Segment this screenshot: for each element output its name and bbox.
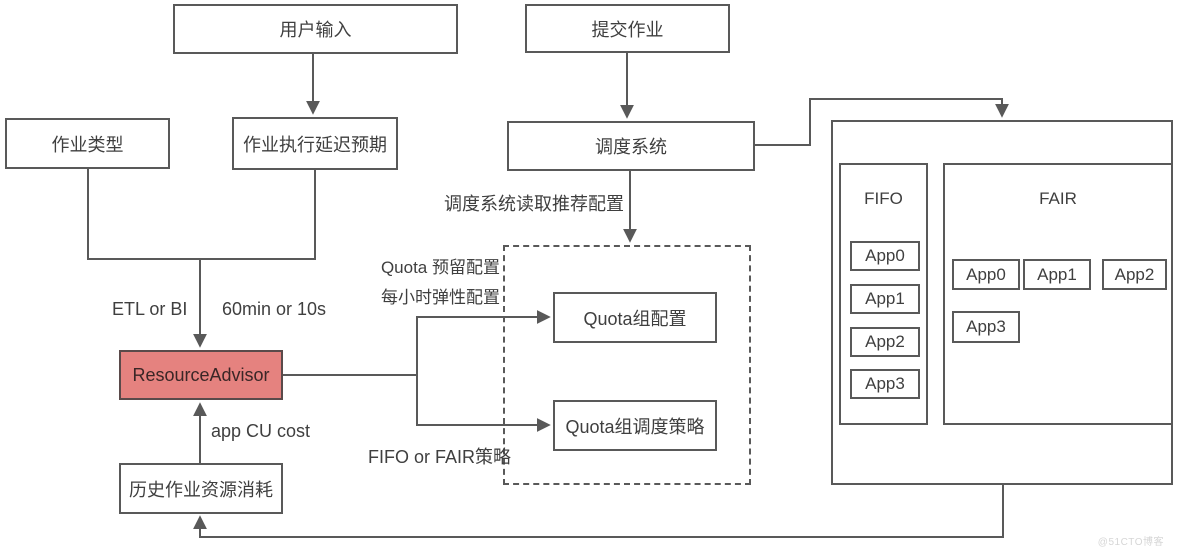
watermark: @51CTO博客 (1097, 537, 1164, 548)
label-hourly-elastic-config: 每小时弹性配置 (381, 288, 500, 307)
fair-app-box: App0 (952, 259, 1020, 290)
node-submit-job: 提交作业 (525, 4, 730, 53)
arrow-scheduler-to-clusterbox (755, 98, 1009, 146)
fair-title: FAIR (1039, 189, 1077, 208)
label-fifo-or-fair-policy: FIFO or FAIR策略 (368, 447, 512, 467)
label-app-cu-cost: app CU cost (211, 421, 311, 441)
fifo-app-box: App2 (850, 327, 920, 357)
fair-pool: FAIR App0 App1 App2 App3 (943, 163, 1173, 425)
node-history-job-resource-cost: 历史作业资源消耗 (119, 463, 283, 514)
fair-app-box: App1 (1023, 259, 1091, 290)
node-scheduler: 调度系统 (507, 121, 755, 171)
fair-app-box: App2 (1102, 259, 1167, 290)
node-job-type: 作业类型 (5, 118, 170, 169)
node-quota-group-policy: Quota组调度策略 (553, 400, 717, 451)
arrow-to-quota-policy (416, 375, 551, 432)
label-etl-or-bi: ETL or BI (112, 299, 188, 319)
label-60min-or-10s: 60min or 10s (222, 299, 327, 319)
node-quota-group-config: Quota组配置 (553, 292, 717, 343)
node-job-delay-expectation: 作业执行延迟预期 (232, 117, 398, 170)
fifo-queue: FIFO App0 App1 App2 App3 (839, 163, 928, 425)
arrow-to-quota-config (416, 310, 551, 375)
node-resource-advisor: ResourceAdvisor (119, 350, 283, 400)
label-scheduler-reads-config: 调度系统读取推荐配置 (444, 194, 624, 214)
label-quota-reserved-config: Quota 预留配置 (380, 258, 500, 277)
recommended-config-group (503, 245, 751, 485)
fair-app-box: App3 (952, 311, 1020, 343)
fifo-app-box: App3 (850, 369, 920, 399)
node-user-input: 用户输入 (173, 4, 458, 54)
fifo-app-box: App0 (850, 241, 920, 271)
line-merge-jobtype-delay (87, 169, 316, 260)
arrow-clusterbox-to-history (193, 485, 1004, 538)
fifo-app-box: App1 (850, 284, 920, 314)
fifo-title: FIFO (864, 189, 903, 208)
